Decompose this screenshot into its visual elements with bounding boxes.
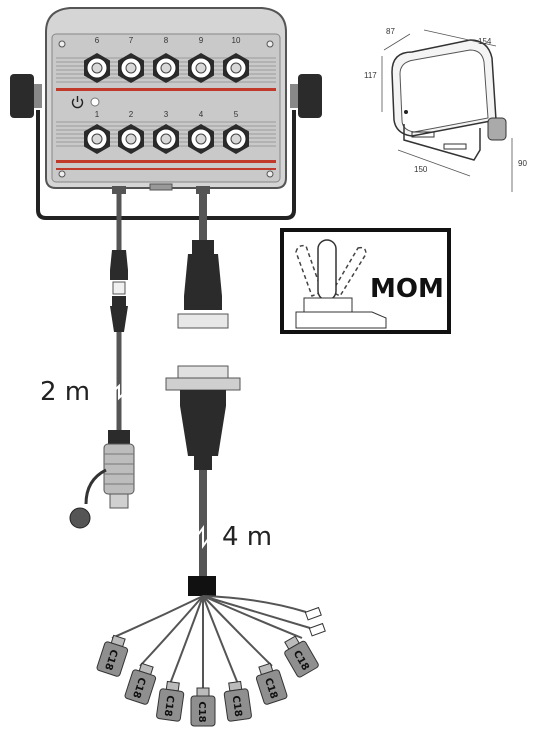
mom-switch-panel: MOM	[280, 228, 451, 334]
cable-splitter	[188, 576, 216, 596]
bottom-toggle-3[interactable]	[153, 124, 179, 154]
c18-connector: C18	[156, 680, 185, 722]
toggle-lever-icon	[317, 239, 337, 301]
c18-connector: C18	[284, 635, 319, 678]
power-icon	[71, 96, 84, 109]
short-cable	[69, 192, 135, 529]
port-number-8: 8	[164, 36, 169, 45]
mom-label: MOM	[370, 274, 444, 304]
top-toggle-4[interactable]	[188, 53, 214, 83]
power-led	[90, 97, 100, 107]
long-cable	[165, 192, 241, 596]
port-number-2: 2	[129, 110, 134, 119]
bottom-toggle-2[interactable]	[118, 124, 144, 154]
port-number-5: 5	[234, 110, 239, 119]
top-toggle-3[interactable]	[153, 53, 179, 83]
port-number-3: 3	[164, 110, 169, 119]
short-cable-length: 2 m	[40, 377, 90, 407]
c18-connector: C18	[124, 662, 157, 705]
top-toggle-5[interactable]	[223, 53, 249, 83]
control-box: 6 7 8 9 10 1 2 3 4 5	[10, 7, 322, 220]
port-number-9: 9	[199, 36, 204, 45]
c18-connector: C18	[255, 662, 288, 705]
red-stripe-top	[56, 88, 276, 91]
port-number-6: 6	[95, 36, 100, 45]
c18-label: C18	[196, 701, 207, 722]
loose-wire-terminal	[304, 606, 322, 621]
dimension-width: 154	[478, 37, 492, 46]
port-number-10: 10	[232, 36, 241, 45]
dimension-height: 117	[364, 71, 377, 80]
port-number-1: 1	[95, 110, 100, 119]
c18-connector: C18	[223, 680, 252, 722]
bottom-toggle-5[interactable]	[223, 124, 249, 154]
red-stripe-bottom	[56, 160, 276, 163]
right-knob-icon	[298, 74, 322, 118]
bottom-toggle-4[interactable]	[188, 124, 214, 154]
plug-cap-icon	[69, 507, 91, 529]
fanout-wires	[111, 595, 311, 690]
left-knob-icon	[10, 74, 34, 118]
dimension-knob-icon	[487, 117, 507, 141]
top-toggle-1[interactable]	[84, 53, 110, 83]
c18-label: C18	[162, 694, 176, 717]
bottom-toggle-1[interactable]	[84, 124, 110, 154]
dimension-drawing: 87 154 117 150 90	[364, 27, 527, 192]
port-number-7: 7	[129, 36, 134, 45]
loose-wire-terminal	[308, 622, 326, 637]
c18-connector: C18	[96, 634, 129, 677]
dimension-depth: 87	[386, 27, 395, 36]
top-toggle-2[interactable]	[118, 53, 144, 83]
c18-connector: C18	[190, 687, 216, 727]
dimension-base-width: 150	[414, 165, 428, 174]
c18-label: C18	[230, 695, 244, 718]
dimension-base-height: 90	[518, 159, 527, 168]
port-number-4: 4	[199, 110, 204, 119]
long-cable-length: 4 m	[222, 522, 272, 552]
